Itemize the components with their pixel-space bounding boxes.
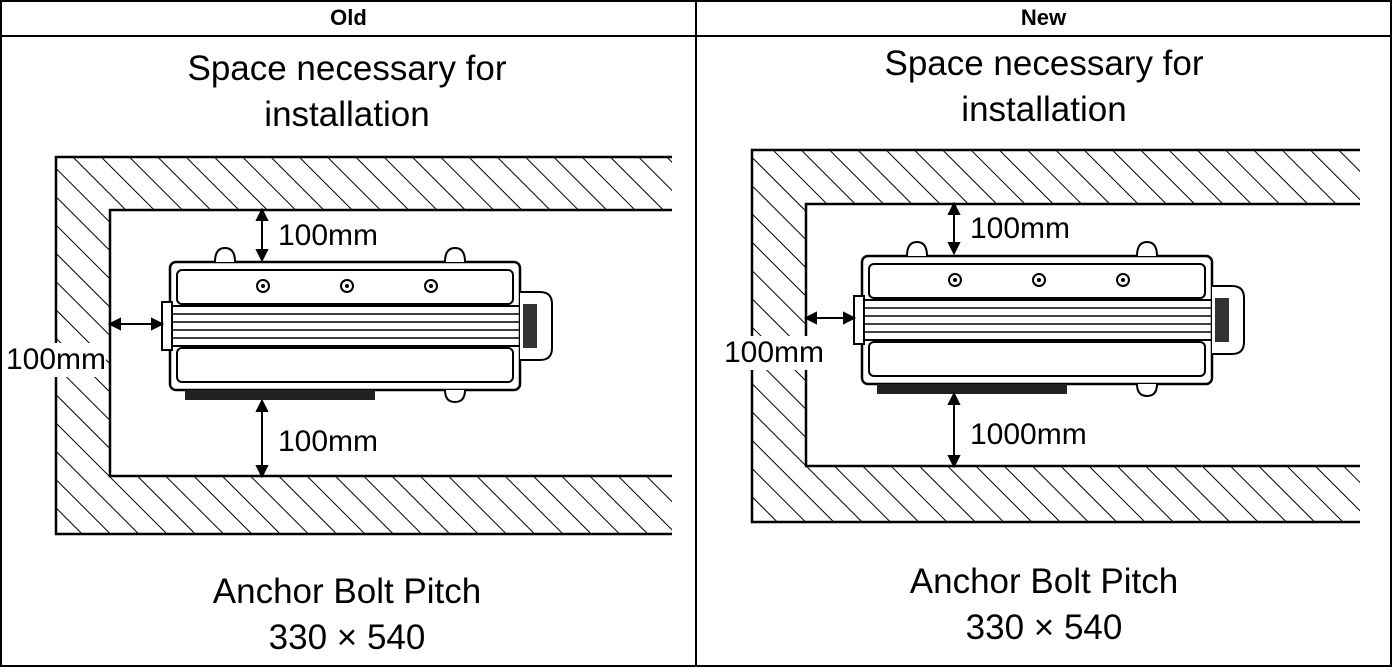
new-footer-line2: 330 × 540	[965, 608, 1123, 647]
old-heading-line2: installation	[264, 95, 430, 134]
old-footer-line1: Anchor Bolt Pitch	[212, 572, 482, 611]
old-footer-line2: 330 × 540	[268, 618, 426, 657]
old-dim-left: 100mm	[6, 343, 107, 377]
new-heading-line1: Space necessary for	[884, 44, 1204, 83]
new-dim-top: 100mm	[970, 212, 1071, 245]
old-installation-diagram	[54, 155, 672, 536]
new-footer-line1: Anchor Bolt Pitch	[909, 562, 1179, 601]
new-installation-diagram	[750, 148, 1360, 524]
old-heading-line1: Space necessary for	[187, 49, 507, 88]
column-title-new: New	[1020, 5, 1067, 30]
old-dim-top: 100mm	[278, 219, 379, 252]
new-dim-bottom: 1000mm	[970, 418, 1087, 451]
new-dim-left: 100mm	[724, 336, 825, 370]
new-heading-line2: installation	[961, 90, 1127, 129]
column-title-old: Old	[330, 5, 367, 30]
old-dim-bottom: 100mm	[278, 425, 379, 458]
